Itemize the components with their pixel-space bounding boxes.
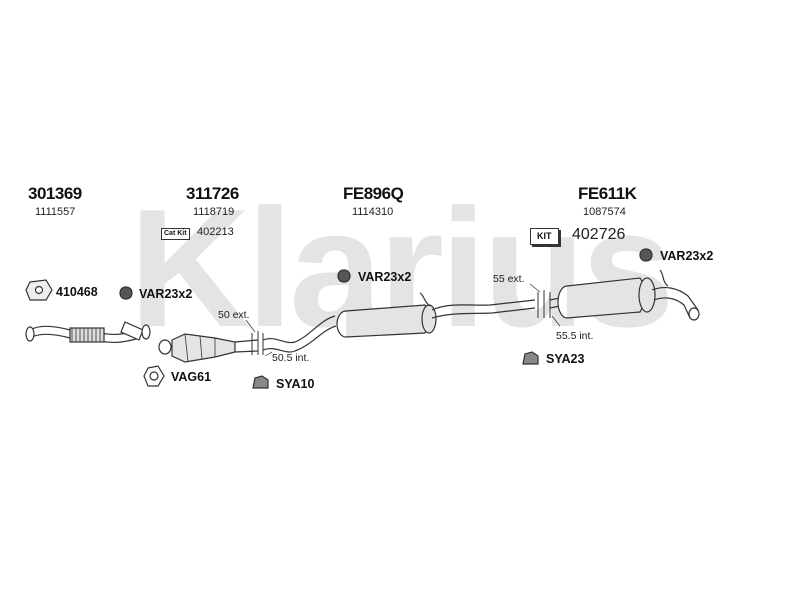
part-ref-front-pipe: 1111557 xyxy=(35,206,76,218)
part-code-front-pipe: 301369 xyxy=(28,184,82,203)
kit-number: 402726 xyxy=(572,226,626,243)
bracket-sya23-icon xyxy=(522,351,539,365)
hanger-rear-icon xyxy=(639,248,653,262)
part-ref-rear: 1087574 xyxy=(583,206,626,218)
label-vag61: VAG61 xyxy=(171,370,212,384)
label-sya23: SYA23 xyxy=(546,352,585,366)
measure-55-ext: 55 ext. xyxy=(493,273,525,285)
catalytic-converter-311726 xyxy=(158,333,259,363)
hanger-mid-icon xyxy=(337,269,351,283)
part-code-cat: 311726 xyxy=(186,184,239,203)
part-ref-middle: 1114310 xyxy=(352,206,394,218)
part-code-rear: FE611K xyxy=(578,184,637,203)
label-var-front: VAR23x2 xyxy=(139,287,193,301)
front-pipe-301369 xyxy=(25,321,151,344)
kit-badge: KIT xyxy=(530,228,559,245)
middle-pipe-FE896Q xyxy=(262,292,536,353)
part-code-middle: FE896Q xyxy=(343,184,404,203)
measure-50-ext: 50 ext. xyxy=(218,309,250,321)
part-ref-cat: 1118719 xyxy=(193,206,235,218)
joint-55 xyxy=(537,290,551,318)
joint-50 xyxy=(251,331,264,355)
cat-kit-number: 402213 xyxy=(197,226,234,238)
measure-50-5-int: 50.5 int. xyxy=(272,352,310,364)
label-var-rear: VAR23x2 xyxy=(660,249,714,263)
rear-silencer-FE611K xyxy=(549,269,700,321)
label-410468: 410468 xyxy=(56,285,98,299)
label-var-mid: VAR23x2 xyxy=(358,270,412,284)
label-sya10: SYA10 xyxy=(276,377,315,391)
bracket-sya10-icon xyxy=(252,375,269,389)
cat-kit-badge: Cat Kit xyxy=(161,228,190,240)
hanger-front-icon xyxy=(119,286,133,300)
measure-55-5-int: 55.5 int. xyxy=(556,330,594,342)
